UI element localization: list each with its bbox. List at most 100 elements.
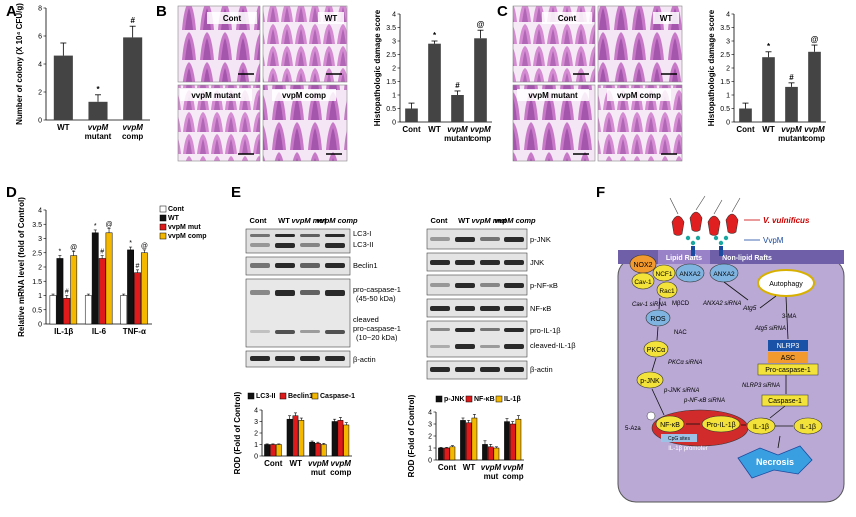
y-tick-label: 3: [726, 39, 730, 46]
blot-strip: [426, 252, 528, 272]
significance-mark: #: [130, 16, 135, 25]
bar: [474, 38, 487, 122]
x-tick-label: WT: [762, 125, 775, 134]
bar: [443, 447, 450, 461]
y-tick-label: 1.5: [720, 79, 730, 86]
y-tick-label: 6: [38, 34, 42, 41]
significance-mark: *: [129, 240, 132, 247]
y-tick-label: 2: [254, 431, 258, 438]
y-tick-label: 3.5: [720, 25, 730, 32]
x-tick-label: mutant: [85, 132, 112, 141]
bacteria-cluster: [669, 195, 741, 236]
blot-row-label: pro-IL-1β: [530, 326, 561, 335]
y-tick-label: 0: [38, 322, 42, 329]
y-tick-label: 3.5: [386, 25, 396, 32]
blot-header-label: vvpM comp: [494, 216, 536, 225]
x-tick-label: mutant: [778, 134, 805, 143]
node-label: IL-1β: [753, 424, 769, 431]
bar: [120, 295, 128, 325]
y-tick-label: 2.5: [720, 52, 730, 59]
legend-swatch: [159, 232, 167, 240]
blot-row-label: pro-caspase-1: [353, 285, 401, 294]
legend-label: Cont: [168, 206, 185, 213]
bar: [465, 422, 472, 461]
y-tick-label: 3: [254, 419, 258, 426]
blot-header-label: vvpM comp: [316, 216, 358, 225]
panel-label-b: B: [156, 3, 167, 20]
y-tick-label: 4: [392, 12, 396, 19]
bar: [84, 295, 92, 325]
x-tick-label: comp: [804, 134, 825, 143]
y-tick-label: 1: [392, 93, 396, 100]
node-pro-il1b: [701, 415, 741, 433]
atg5-sirna-label: Atg5 siRNA: [754, 326, 786, 332]
x-tick-label: WT: [463, 463, 476, 472]
bar: [504, 421, 510, 461]
blot-strip: [426, 298, 528, 318]
legend-label: Caspase-1: [320, 393, 355, 400]
significance-mark: @: [811, 35, 819, 44]
histology-images-b: Cont WT vvpM mutant vvpM comp: [177, 5, 348, 162]
aza-label: 5-Aza: [625, 426, 641, 432]
y-tick-label: 1: [254, 442, 258, 449]
bar: [343, 424, 350, 457]
node-ros: [645, 309, 671, 327]
non-lipid-raft-label: Non-lipid Rafts: [722, 255, 772, 262]
image-label: WT: [660, 14, 673, 23]
significance-mark: @: [477, 20, 485, 29]
legend-label: LC3-II: [256, 393, 276, 400]
legend-swatch: [495, 395, 503, 403]
x-tick-label: vvpM: [331, 459, 352, 468]
x-tick-label: vvpM: [503, 463, 524, 472]
significance-mark: @: [70, 244, 77, 251]
necrosis-label: Necrosis: [756, 457, 794, 467]
bar: [471, 417, 478, 461]
bar: [509, 423, 516, 461]
blot-strip: [245, 278, 351, 348]
blot-row-label: cleaved-IL-1β: [530, 341, 576, 350]
node-cav1: [631, 272, 655, 290]
bar: [298, 420, 305, 457]
node-label: Pro-caspase-1: [765, 367, 811, 374]
node-pjnk: [636, 371, 664, 389]
bar: [88, 101, 108, 120]
blot-strip: [426, 228, 528, 250]
x-tick-label: IL-6: [92, 327, 107, 336]
bar: [270, 444, 276, 457]
y-tick-label: 1.5: [386, 79, 396, 86]
blot-strip: [426, 360, 528, 380]
image-label: vvpM mutant: [191, 91, 241, 100]
bar: [762, 57, 775, 123]
bar: [91, 232, 99, 325]
image-label: vvpM comp: [282, 91, 326, 100]
x-tick-label: WT: [290, 459, 303, 468]
necrosis-burst: [737, 445, 813, 479]
node-ncf1: [652, 264, 676, 282]
bar: [275, 444, 282, 457]
x-tick-label: comp: [470, 134, 491, 143]
bar: [70, 255, 78, 325]
x-tick-label: TNF-α: [123, 327, 146, 336]
y-tick-label: 8: [38, 6, 42, 13]
cpg-box: [661, 434, 697, 442]
significance-mark: @: [105, 222, 112, 229]
legend-swatch: [465, 395, 473, 403]
node-label: ASC: [781, 355, 795, 362]
x-tick-label: Cont: [402, 125, 421, 134]
3ma-label: 3-MA: [782, 314, 796, 320]
blot-row-label: NF-κB: [530, 304, 551, 313]
blot-strip: [245, 228, 351, 254]
y-tick-label: 4: [254, 408, 258, 415]
x-tick-label: vvpM: [481, 463, 502, 472]
panel-label-a: A: [6, 3, 17, 20]
bar: [264, 444, 270, 457]
blot-row-label: JNK: [530, 258, 544, 267]
legend-swatch: [159, 214, 167, 222]
legend-swatch: [279, 392, 287, 400]
western-blot-left: Cont WT vvpM mut vvpM comp LC3-I LC3-II …: [245, 216, 401, 368]
y-tick-label: 0: [392, 120, 396, 127]
western-blot-right: Cont WT vvpM mut vvpM comp p-JNK JNK p-N…: [426, 216, 576, 380]
